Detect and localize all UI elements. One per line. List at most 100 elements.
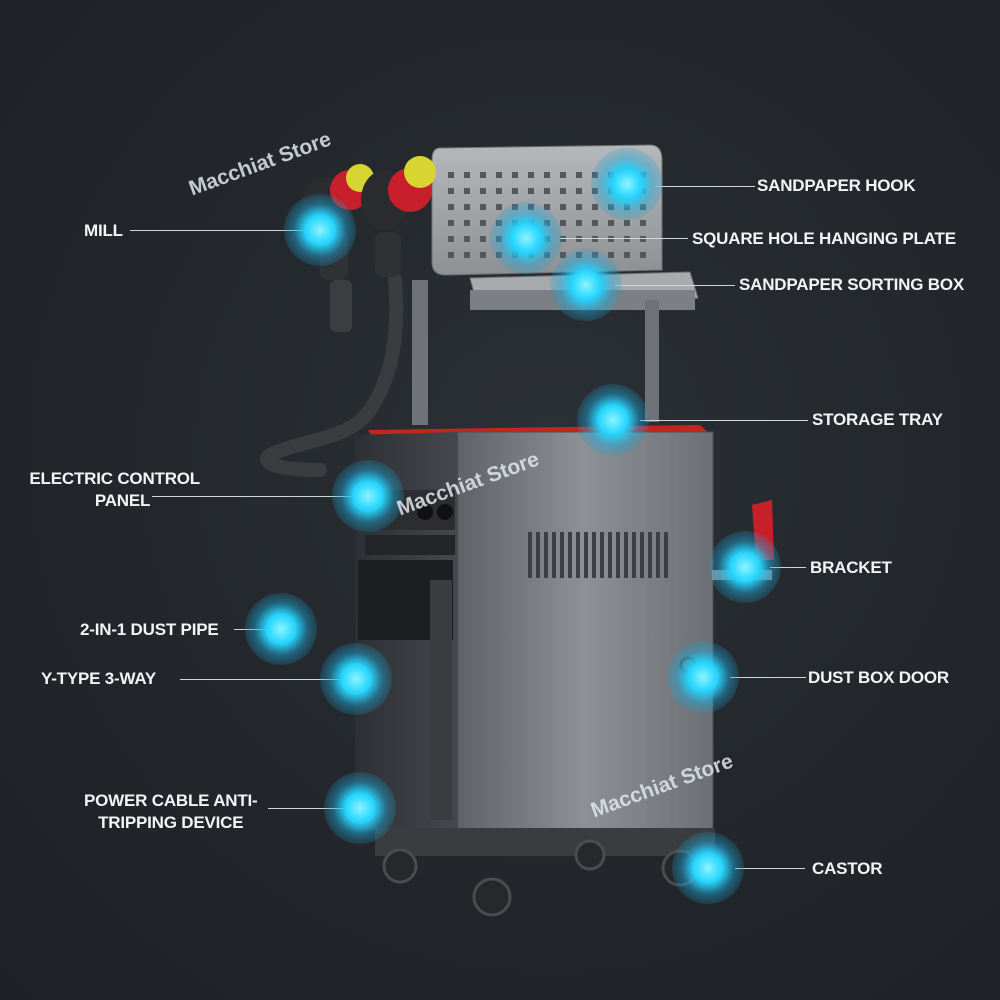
- plate-hole: [576, 172, 582, 178]
- leader-line: [130, 230, 320, 231]
- plate-hole: [640, 236, 646, 242]
- leader-line: [730, 677, 806, 678]
- vent-slot: [552, 532, 556, 578]
- plate-hole: [592, 220, 598, 226]
- hotspot-castor[interactable]: [672, 832, 744, 904]
- hotspot-dust-pipe[interactable]: [245, 593, 317, 665]
- leader-line: [655, 186, 755, 187]
- vent-slot: [664, 532, 668, 578]
- plate-hole: [544, 204, 550, 210]
- plate-hole: [576, 236, 582, 242]
- vent-slot: [584, 532, 588, 578]
- plate-hole: [560, 220, 566, 226]
- plate-hole: [448, 252, 454, 258]
- vent-slot: [616, 532, 620, 578]
- vent-slot: [608, 532, 612, 578]
- vent-slot: [528, 532, 532, 578]
- hotspot-control-panel[interactable]: [332, 460, 404, 532]
- hotspot-storage-tray[interactable]: [577, 384, 649, 456]
- plate-hole: [576, 204, 582, 210]
- plate-hole: [480, 220, 486, 226]
- hotspot-sandpaper-hook[interactable]: [591, 148, 663, 220]
- plate-hole: [560, 204, 566, 210]
- plate-hole: [448, 204, 454, 210]
- plate-hole: [624, 236, 630, 242]
- plate-hole: [624, 252, 630, 258]
- label-storage-tray: STORAGE TRAY: [812, 410, 943, 429]
- label-square-hole-plate: SQUARE HOLE HANGING PLATE: [692, 229, 956, 248]
- vent-slot: [632, 532, 636, 578]
- vent-slot: [600, 532, 604, 578]
- plate-hole: [464, 220, 470, 226]
- hotspot-bracket[interactable]: [709, 531, 781, 603]
- vent-slot: [592, 532, 596, 578]
- label-power-cable-line2: TRIPPING DEVICE: [98, 813, 244, 832]
- plate-hole: [544, 172, 550, 178]
- leader-line: [770, 567, 806, 568]
- plate-hole: [544, 188, 550, 194]
- plate-hole: [528, 188, 534, 194]
- plate-hole: [528, 172, 534, 178]
- leader-line: [735, 868, 805, 869]
- hotspot-square-hole-plate[interactable]: [490, 202, 562, 274]
- plate-hole: [608, 236, 614, 242]
- plate-hole: [512, 172, 518, 178]
- hotspot-sandpaper-box[interactable]: [550, 249, 622, 321]
- leader-line: [268, 808, 360, 809]
- plate-hole: [592, 204, 598, 210]
- label-power-cable-line1: POWER CABLE ANTI-: [84, 791, 258, 810]
- label-sandpaper-hook: SANDPAPER HOOK: [757, 176, 916, 195]
- vent-slot: [576, 532, 580, 578]
- plate-hole: [464, 236, 470, 242]
- hotspot-dust-box-door[interactable]: [667, 641, 739, 713]
- plate-hole: [480, 236, 486, 242]
- plate-hole: [464, 252, 470, 258]
- vent-slot: [560, 532, 564, 578]
- label-sandpaper-box: SANDPAPER SORTING BOX: [739, 275, 965, 294]
- label-dust-box-door: DUST BOX DOOR: [808, 668, 949, 687]
- label-bracket: BRACKET: [810, 558, 892, 577]
- plate-hole: [464, 188, 470, 194]
- hotspot-power-cable[interactable]: [324, 772, 396, 844]
- plate-hole: [640, 220, 646, 226]
- plate-hole: [640, 252, 646, 258]
- plate-hole: [560, 236, 566, 242]
- plate-hole: [560, 252, 566, 258]
- label-dust-pipe: 2-IN-1 DUST PIPE: [80, 620, 219, 639]
- vent-slot: [536, 532, 540, 578]
- label-castor: CASTOR: [812, 859, 883, 878]
- plate-hole: [560, 188, 566, 194]
- plate-hole: [496, 204, 502, 210]
- plate-hole: [496, 172, 502, 178]
- label-y-type: Y-TYPE 3-WAY: [41, 669, 157, 688]
- plate-hole: [608, 220, 614, 226]
- plate-hole: [496, 188, 502, 194]
- leader-line: [560, 238, 688, 239]
- leader-line: [152, 496, 367, 497]
- plate-hole: [560, 172, 566, 178]
- plate-hole: [608, 252, 614, 258]
- plate-hole: [448, 236, 454, 242]
- hotspot-y-type[interactable]: [320, 643, 392, 715]
- leader-line: [615, 285, 735, 286]
- vent-slot: [648, 532, 652, 578]
- label-control-panel-line1: ELECTRIC CONTROL: [29, 469, 200, 488]
- plate-hole: [480, 252, 486, 258]
- plate-hole: [480, 204, 486, 210]
- leader-line: [640, 420, 808, 421]
- hotspot-mill[interactable]: [284, 194, 356, 266]
- vent-slot: [568, 532, 572, 578]
- plate-hole: [448, 220, 454, 226]
- vent-slot: [640, 532, 644, 578]
- label-control-panel: ELECTRIC CONTROL PANEL: [0, 468, 200, 512]
- plate-hole: [448, 188, 454, 194]
- plate-hole: [592, 236, 598, 242]
- plate-hole: [480, 188, 486, 194]
- plate-hole: [480, 172, 486, 178]
- plate-hole: [464, 172, 470, 178]
- plate-hole: [576, 188, 582, 194]
- vent-slot: [544, 532, 548, 578]
- label-power-cable: POWER CABLE ANTI- TRIPPING DEVICE: [84, 790, 258, 834]
- plate-hole: [448, 172, 454, 178]
